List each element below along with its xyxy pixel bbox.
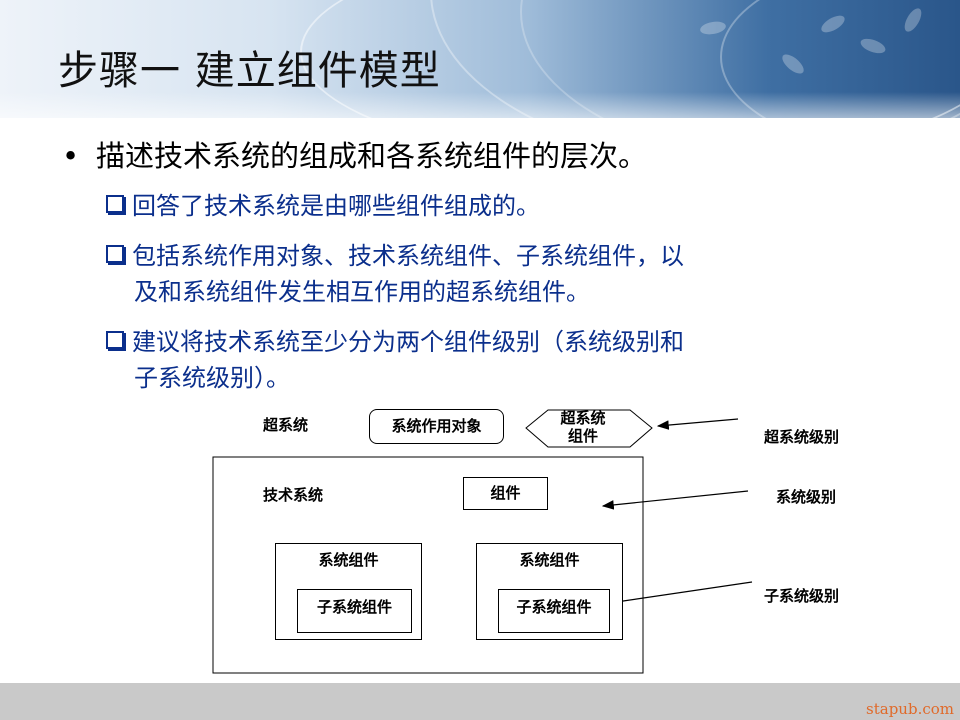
super-component-hexagon [525, 409, 653, 448]
footer-bar: stapub.com [0, 683, 960, 720]
tech-system-box [212, 456, 644, 674]
supersystem-label: 超系统 [263, 416, 309, 434]
sub-bullet-2: 包括系统作用对象、技术系统组件、子系统组件，以 及和系统组件发生相互作用的超系统… [106, 238, 886, 310]
object-box: 系统作用对象 [369, 409, 504, 444]
tech-system-label: 技术系统 [263, 486, 324, 504]
component-box: 组件 [463, 477, 548, 510]
checkbox-bullet-icon [106, 245, 124, 263]
sub-component-right-box: 子系统组件 [498, 589, 610, 633]
super-component-line: 组件 [567, 427, 598, 445]
sub-bullet-text: 及和系统组件发生相互作用的超系统组件。 [134, 278, 590, 306]
sys-component-label: 系统组件 [519, 551, 580, 569]
level-system-label: 系统级别 [776, 488, 837, 506]
checkbox-bullet-icon [106, 195, 124, 213]
sub-bullet-text: 建议将技术系统至少分为两个组件级别（系统级别和 [132, 328, 684, 356]
sub-bullet-3: 建议将技术系统至少分为两个组件级别（系统级别和 子系统级别）。 [106, 324, 886, 396]
level-super-label: 超系统级别 [764, 428, 840, 446]
sub-component-left-box: 子系统组件 [297, 589, 412, 633]
header-banner [0, 0, 960, 118]
source-watermark: stapub.com [866, 700, 954, 718]
sys-component-label: 系统组件 [318, 551, 379, 569]
super-component-label: 超系统 组件 [553, 409, 613, 445]
arrow-super-level [656, 418, 739, 430]
checkbox-bullet-icon [106, 331, 124, 349]
page-title: 步骤一 建立组件模型 [58, 48, 441, 94]
main-bullet-text: 描述技术系统的组成和各系统组件的层次。 [96, 139, 648, 173]
level-sub-label: 子系统级别 [764, 587, 840, 605]
main-bullet: • 描述技术系统的组成和各系统组件的层次。 [62, 133, 647, 175]
sub-bullet-text: 包括系统作用对象、技术系统组件、子系统组件，以 [132, 242, 684, 270]
arrow-system-level [601, 490, 749, 510]
sub-bullet-1: 回答了技术系统是由哪些组件组成的。 [106, 188, 886, 224]
bullet-dot: • [62, 139, 80, 173]
super-component-line: 超系统 [560, 409, 606, 427]
sub-bullet-text: 回答了技术系统是由哪些组件组成的。 [132, 192, 540, 220]
sub-bullet-text: 子系统级别）。 [134, 364, 290, 392]
